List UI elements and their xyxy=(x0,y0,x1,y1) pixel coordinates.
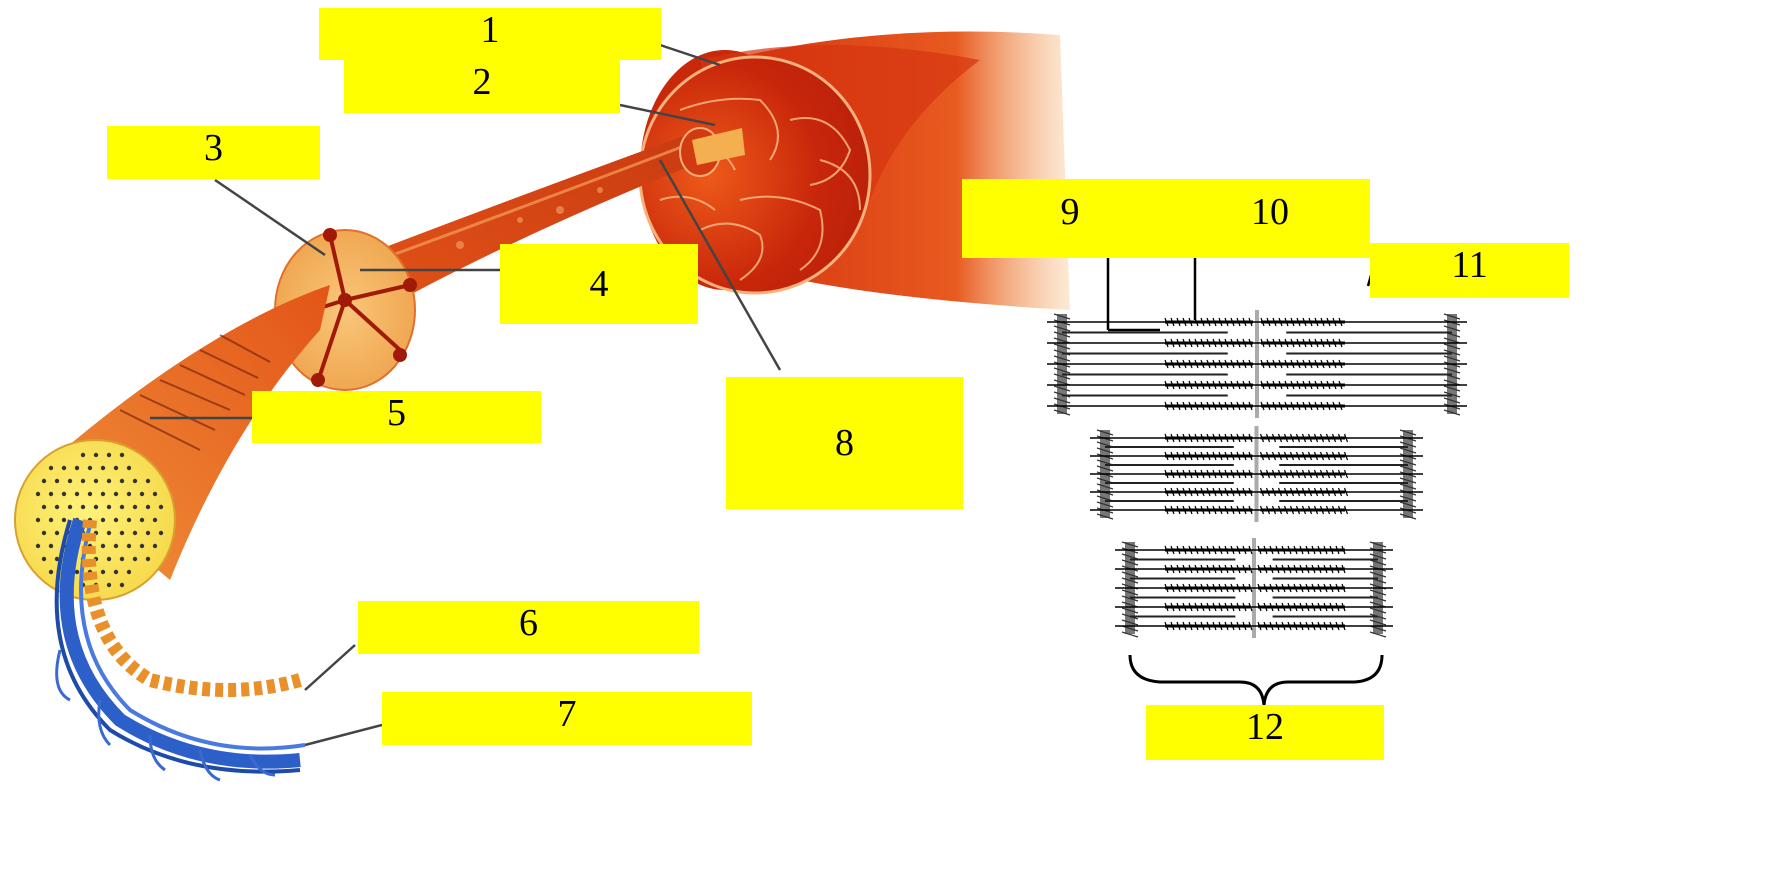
sarcomere-leader-lines xyxy=(1108,258,1372,330)
label-10-text: 10 xyxy=(1251,190,1289,234)
label-7-text: 7 xyxy=(558,692,577,736)
label-8: 8 xyxy=(726,377,963,509)
label-9: 9 xyxy=(1050,190,1090,240)
label-6-text: 6 xyxy=(519,601,538,645)
label-10: 10 xyxy=(1240,190,1300,240)
label-9-10-box xyxy=(962,179,1370,258)
label-1-text: 1 xyxy=(481,8,500,52)
label-7: 7 xyxy=(382,692,752,745)
label-12: 12 xyxy=(1146,705,1384,760)
label-8-text: 8 xyxy=(835,421,854,465)
label-5: 5 xyxy=(252,391,541,443)
label-3-text: 3 xyxy=(204,126,223,170)
sarcomere-brace xyxy=(1130,655,1382,705)
label-2: 2 xyxy=(344,60,620,113)
label-3: 3 xyxy=(107,126,320,179)
label-6: 6 xyxy=(358,601,699,654)
label-12-text: 12 xyxy=(1246,705,1284,749)
sarcomere-diagram xyxy=(1047,310,1467,638)
label-4-text: 4 xyxy=(590,262,609,306)
label-2-text: 2 xyxy=(473,60,492,104)
label-5-text: 5 xyxy=(387,391,406,435)
label-11: 11 xyxy=(1370,243,1569,298)
label-9-text: 9 xyxy=(1061,190,1080,234)
label-11-text: 11 xyxy=(1451,243,1488,287)
label-1: 1 xyxy=(319,8,661,60)
label-4: 4 xyxy=(500,244,698,324)
